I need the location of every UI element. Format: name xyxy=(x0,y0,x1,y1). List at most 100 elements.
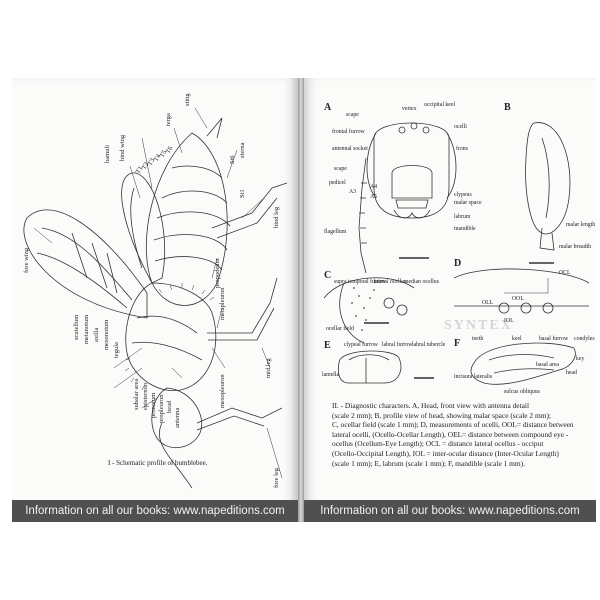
label-condyles: condyles xyxy=(574,336,595,342)
label-metapleuron: metapleuron xyxy=(219,287,226,320)
label-labral-tubercle: labral tubercle xyxy=(412,342,446,348)
panel-c-ocellar-area xyxy=(323,277,415,299)
description-line: lateral ocelli, (Ocello-Ocellar Length),… xyxy=(332,429,569,439)
figure-description: II. - Diagnostic characters. A, Head, fr… xyxy=(332,401,582,468)
label-frons: frons xyxy=(456,145,469,152)
panel-a-mandible xyxy=(393,209,431,219)
figure-caption: I - Schematic profile of bumblebee. xyxy=(108,459,208,467)
panel-c-lateral-ocellus xyxy=(383,297,395,309)
thorax-outline xyxy=(125,282,217,391)
label-supraorbital-furrow: supra temporal furrow xyxy=(334,278,387,285)
hind-leg-shape xyxy=(211,182,288,229)
label-keel: keel xyxy=(512,336,522,342)
label-basal-furrow: basal furrow xyxy=(539,335,569,342)
label-t6: T6 xyxy=(165,145,175,155)
label-median-ocellus: median ocellus xyxy=(404,279,440,285)
diagnostic-characters-illustration: A B C D E F vertex occipital keel scape … xyxy=(322,102,595,395)
label-scape-top: scape xyxy=(346,112,359,118)
label-t5: T5 xyxy=(159,149,169,159)
label-oll: OLL xyxy=(482,300,494,306)
label-a3: A3 xyxy=(349,189,356,195)
label-sulcus: sulcus obliquus xyxy=(504,389,541,395)
panel-a-antenna xyxy=(358,157,367,274)
label-t1: T1 xyxy=(135,165,145,175)
watermark-text: SYNTEX xyxy=(444,318,513,333)
label-malar-space: malar space xyxy=(454,200,482,206)
label-labral-furrow: labral furrow xyxy=(382,341,413,348)
watermark: SYNTEX xyxy=(444,318,594,378)
label-malar-breadth: malar breadth xyxy=(559,244,591,250)
label-ocl: OCL xyxy=(559,270,571,276)
right-footer-banner: Information on all our books: www.napedi… xyxy=(304,500,596,522)
mid-leg-shape xyxy=(207,277,278,334)
label-antennal-socket: antennal socket xyxy=(332,146,368,152)
description-line: C, ocellar field (scale 1 mm); D, measur… xyxy=(332,420,574,430)
panel-letter-d: D xyxy=(454,258,461,269)
label-mandible: mandible xyxy=(454,226,476,232)
panel-letter-a: A xyxy=(324,102,332,113)
label-metanotum: metanotum xyxy=(83,315,90,344)
label-scutellum: scutellum xyxy=(73,315,80,340)
label-malar-length: malar length xyxy=(566,222,595,228)
left-page: sting terga hamuli hind wing T1 T2 T3 T4… xyxy=(12,78,298,522)
panel-f-mandible xyxy=(470,342,576,385)
panel-b-head-profile xyxy=(525,122,571,235)
description-line: (scale 1 mm); E, labrum (scale 1 mm); F,… xyxy=(332,458,525,468)
label-ocellar-field: ocellar field xyxy=(326,325,354,332)
panel-a-left-eye xyxy=(366,132,377,199)
panel-a-labrum xyxy=(395,199,429,209)
label-propodeum: propodeum xyxy=(214,258,221,288)
label-head-f: head xyxy=(566,370,577,376)
panel-d-ocellus-1 xyxy=(498,302,510,314)
label-subalar-area: subalar area xyxy=(133,379,140,410)
head-outline xyxy=(151,387,202,448)
label-mesonotum: mesonotum xyxy=(103,320,110,350)
label-frontal-furrow: frontal furrow xyxy=(332,128,365,135)
label-t2: T2 xyxy=(141,161,151,171)
label-terga: terga xyxy=(165,113,172,126)
label-fore-wing: fore wing xyxy=(23,247,30,273)
label-ocelli: ocelli xyxy=(454,124,467,130)
panel-a-ocellus-1 xyxy=(398,126,406,134)
label-vertex: vertex xyxy=(402,106,417,112)
panel-letter-e: E xyxy=(324,340,331,351)
label-hind-wing: hind wing xyxy=(119,134,126,161)
fore-leg-shape xyxy=(196,407,283,424)
label-occipital-keel: occipital keel xyxy=(424,102,455,108)
panel-e-labrum xyxy=(337,350,402,384)
open-book: sting terga hamuli hind wing T1 T2 T3 T4… xyxy=(12,78,596,522)
label-basal-area: basal area xyxy=(536,362,559,368)
label-key: key xyxy=(576,356,584,362)
abdomen-outline xyxy=(145,132,228,306)
label-a5: A5 xyxy=(370,194,377,200)
bumblebee-profile-illustration: sting terga hamuli hind wing T1 T2 T3 T4… xyxy=(23,93,288,489)
panel-a-right-eye xyxy=(446,132,457,199)
label-fore-leg: fore leg xyxy=(273,467,280,488)
label-hamuli: hamuli xyxy=(104,145,111,163)
panel-a-ocellus-2 xyxy=(410,122,418,130)
label-t3: T3 xyxy=(147,157,157,167)
panel-c-median-ocellus xyxy=(396,304,408,316)
panel-a-ocellus-3 xyxy=(422,126,430,134)
fore-wing-shape xyxy=(23,209,148,319)
label-lamella: lamella xyxy=(322,372,339,378)
panel-a-clypeus xyxy=(391,165,433,199)
label-teeth: teeth xyxy=(472,336,483,342)
label-mesopleuron: mesopleuron xyxy=(219,374,226,408)
label-flagellum: flagellum xyxy=(324,228,347,235)
panel-d-ocellus-2 xyxy=(520,302,532,314)
label-scape: scape xyxy=(334,166,347,172)
left-footer-banner: Information on all our books: www.napedi… xyxy=(12,500,298,522)
label-pronotum: pronotum xyxy=(150,393,157,418)
panel-letter-f: F xyxy=(454,338,460,349)
label-tegula: tegula xyxy=(113,342,120,358)
label-axilla: axilla xyxy=(93,327,100,342)
label-a4: A4 xyxy=(370,184,377,190)
label-head: head xyxy=(166,400,173,413)
label-ool: OOL xyxy=(512,296,524,302)
description-line: ocellus (Ocellum-Eye Length); OCL = dist… xyxy=(332,439,544,449)
label-clypeus: clypeus xyxy=(454,192,472,198)
label-sting: sting xyxy=(184,93,191,106)
panel-letter-c: C xyxy=(324,270,331,281)
label-hind-leg: hind leg xyxy=(273,206,280,228)
